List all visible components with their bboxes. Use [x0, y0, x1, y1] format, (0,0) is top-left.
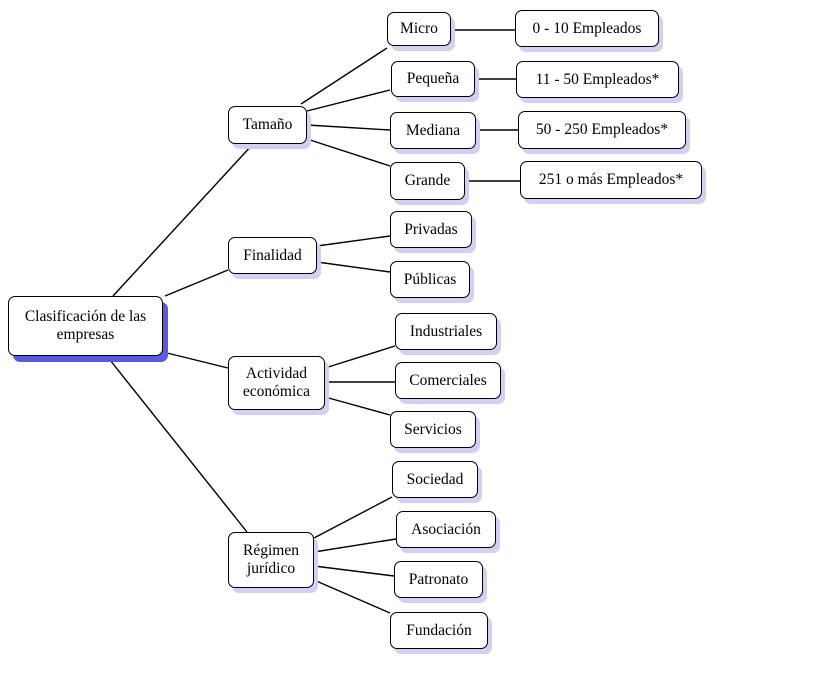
connector-line-3	[109, 359, 248, 533]
connector-line-6	[306, 124, 391, 131]
category-actividad-economica: Actividad económica	[228, 356, 325, 410]
connector-line-7	[306, 138, 391, 167]
item-industriales: Industriales	[395, 313, 497, 350]
item-asociacion: Asociación	[396, 511, 496, 548]
connector-line-1	[164, 269, 229, 297]
category-tamano: Tamaño	[228, 106, 307, 144]
item-patronato: Patronato	[394, 561, 483, 598]
item-sociedad: Sociedad	[392, 461, 478, 498]
connector-line-16	[324, 396, 391, 416]
category-regimen-juridico: Régimen jurídico	[228, 532, 314, 588]
item-publicas: Públicas	[390, 261, 470, 298]
item-servicios: Servicios	[390, 411, 476, 448]
connector-line-17	[313, 496, 393, 539]
item-pequena: Pequeña	[391, 61, 475, 97]
connector-line-2	[162, 351, 229, 369]
connector-line-4	[300, 47, 388, 105]
item-micro: Micro	[387, 12, 451, 46]
detail-micro: 0 - 10 Empleados	[515, 10, 659, 47]
item-fundacion: Fundación	[390, 612, 488, 649]
connector-line-12	[316, 235, 391, 247]
item-mediana: Mediana	[390, 112, 476, 149]
category-finalidad: Finalidad	[228, 237, 317, 274]
connector-line-13	[316, 261, 391, 273]
connector-line-20	[313, 579, 391, 614]
detail-mediana: 50 - 250 Empleados*	[518, 111, 686, 149]
detail-grande: 251 o más Empleados*	[520, 161, 702, 199]
root-node: Clasificación de las empresas	[8, 296, 163, 356]
connector-line-5	[306, 89, 391, 112]
detail-pequena: 11 - 50 Empleados*	[516, 61, 679, 98]
connector-line-19	[313, 565, 395, 577]
connector-line-0	[112, 143, 254, 297]
connector-line-18	[313, 538, 397, 553]
item-privadas: Privadas	[390, 211, 472, 248]
item-comerciales: Comerciales	[395, 362, 501, 399]
connector-line-14	[324, 345, 396, 369]
item-grande: Grande	[390, 162, 465, 200]
